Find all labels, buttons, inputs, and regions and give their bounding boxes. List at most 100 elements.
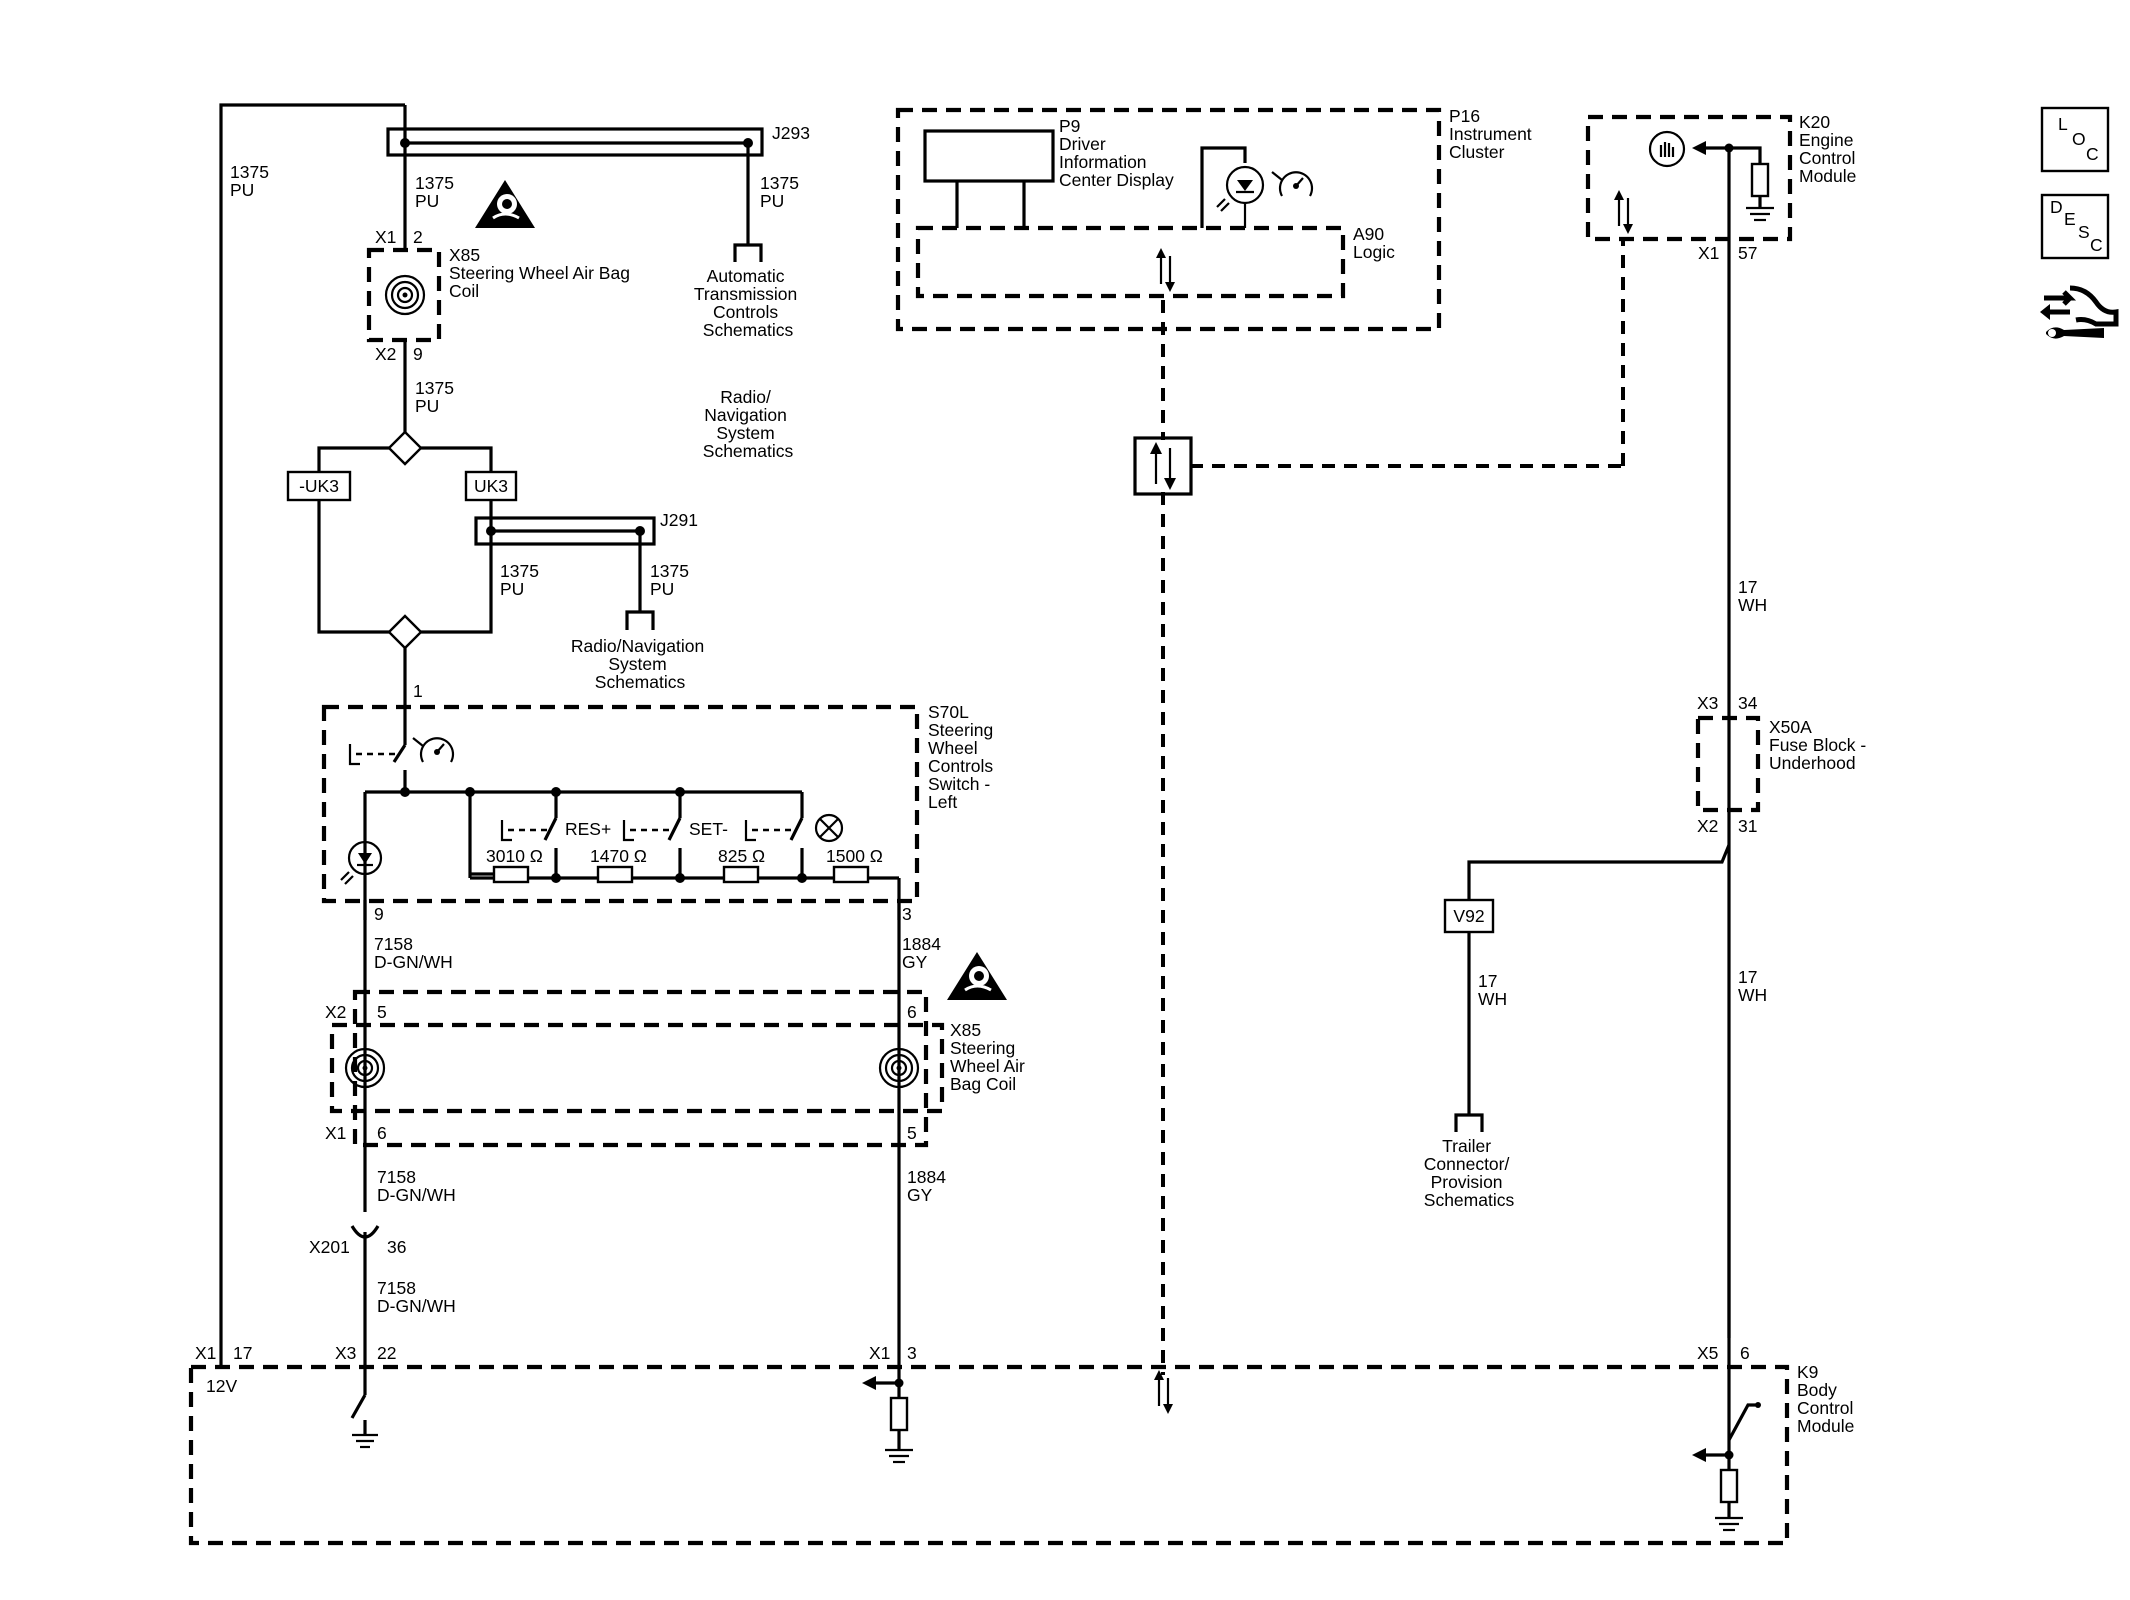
label-wire-1375: 1375 bbox=[415, 173, 454, 193]
ref-connector-auto-trans bbox=[733, 243, 763, 262]
label-wire-7158: 7158 bbox=[377, 1167, 416, 1187]
resistor-1500 bbox=[832, 865, 870, 884]
bcm-switch-ground bbox=[350, 1367, 378, 1449]
label-wire-7158: 7158 bbox=[377, 1278, 416, 1298]
ref-connector-trailer bbox=[1454, 1113, 1484, 1132]
label-pin: 3 bbox=[902, 904, 912, 924]
label-k20: K20 Engine Control Module bbox=[1799, 112, 1860, 186]
label-wire-wh: WH bbox=[1738, 595, 1767, 615]
led-indicator-icon bbox=[340, 840, 383, 885]
label-wire-gy: GY bbox=[907, 1185, 933, 1205]
label-x85-lower: X85 Steering Wheel Air Bag Coil bbox=[950, 1020, 1030, 1094]
set-switch bbox=[622, 817, 682, 878]
resistor-3010 bbox=[470, 865, 530, 884]
airbag-warning-icon bbox=[947, 952, 1007, 1000]
cruise-switch bbox=[348, 744, 407, 792]
label-wire-1884: 1884 bbox=[902, 934, 941, 954]
label-uk3: UK3 bbox=[474, 476, 508, 496]
cruise-indicator-led-icon bbox=[1216, 165, 1265, 228]
ref-connector-radio-nav bbox=[625, 610, 655, 630]
label-pin: 57 bbox=[1738, 243, 1757, 263]
loc-letter: O bbox=[2072, 129, 2086, 149]
label-x85-name: Steering Wheel Air Bag bbox=[449, 263, 630, 283]
label-wire-17: 17 bbox=[1738, 967, 1757, 987]
label-wire-17: 17 bbox=[1478, 971, 1497, 991]
label-x5: X5 bbox=[1697, 1343, 1718, 1363]
label-pin: 9 bbox=[413, 344, 423, 364]
label-auto-trans: Automatic Transmission Controls Schemati… bbox=[694, 266, 802, 340]
x85-lower-box-outer bbox=[352, 989, 929, 1148]
label-wire-1375: 1375 bbox=[760, 173, 799, 193]
desc-letter: C bbox=[2090, 235, 2103, 255]
label-pin: 17 bbox=[233, 1343, 252, 1363]
location-button[interactable]: L O C bbox=[2040, 106, 2110, 173]
cancel-icon bbox=[814, 813, 844, 843]
label-x1: X1 bbox=[375, 227, 396, 247]
label-trailer: Trailer Connector/ Provision Schematics bbox=[1424, 1136, 1515, 1210]
label-wire-pu: PU bbox=[230, 180, 254, 200]
label-wire-wh: WH bbox=[1738, 985, 1767, 1005]
ecm-input-circuit bbox=[1692, 141, 1774, 1338]
label-radio-nav-lower: Radio/Navigation System Schematics bbox=[571, 636, 709, 692]
label-res: RES+ bbox=[565, 819, 611, 839]
label-p16: P16 Instrument Cluster bbox=[1449, 106, 1537, 162]
label-resistor: 1500 Ω bbox=[826, 846, 883, 866]
cruise-gauge-icon bbox=[412, 737, 455, 763]
label-x85-name: Coil bbox=[449, 281, 479, 301]
label-wire-17: 17 bbox=[1738, 577, 1757, 597]
serial-data-arrows-ipc bbox=[1156, 248, 1175, 292]
label-x3: X3 bbox=[1697, 693, 1718, 713]
cancel-switch bbox=[744, 817, 804, 878]
inline-connector-x201 bbox=[350, 1225, 380, 1367]
label-pin: 5 bbox=[377, 1002, 387, 1022]
label-k9: K9 Body Control Module bbox=[1797, 1362, 1858, 1436]
wire-neg-uk3-path bbox=[317, 500, 389, 634]
label-j293: J293 bbox=[772, 123, 810, 143]
label-x1: X1 bbox=[869, 1343, 890, 1363]
label-wire-1375: 1375 bbox=[650, 561, 689, 581]
wire-to-v92 bbox=[1467, 844, 1731, 900]
serial-data-arrows-ecm bbox=[1614, 190, 1633, 234]
label-wire-gy: GY bbox=[902, 952, 928, 972]
brake-switch-icon bbox=[1648, 130, 1686, 168]
serial-data-gateway-icon bbox=[1133, 436, 1193, 496]
label-resistor: 1470 Ω bbox=[590, 846, 647, 866]
label-wire-pu: PU bbox=[760, 191, 784, 211]
resistor-1470 bbox=[596, 865, 634, 884]
label-resistor: 3010 Ω bbox=[486, 846, 543, 866]
label-v92: V92 bbox=[1453, 906, 1484, 926]
serial-data-bus bbox=[1161, 240, 1625, 1375]
label-j291: J291 bbox=[660, 510, 698, 530]
wire-tell-tale bbox=[1200, 146, 1247, 228]
label-pin: 1 bbox=[413, 681, 423, 701]
loc-letter: L bbox=[2058, 114, 2068, 134]
label-wire-pu: PU bbox=[500, 579, 524, 599]
k20-ecm-box bbox=[1585, 114, 1793, 242]
label-pin: 36 bbox=[387, 1237, 406, 1257]
coil-icon bbox=[384, 274, 426, 316]
bcm-input-6 bbox=[1692, 1120, 1761, 1532]
description-button[interactable]: D E S C bbox=[2040, 193, 2110, 260]
x50a-fuse-block-box bbox=[1695, 715, 1761, 813]
label-pin: 6 bbox=[377, 1123, 387, 1143]
label-x2: X2 bbox=[1697, 816, 1718, 836]
label-pin: 22 bbox=[377, 1343, 396, 1363]
coil-icon bbox=[878, 1047, 920, 1089]
label-pin: 6 bbox=[907, 1002, 917, 1022]
label-wire-1375: 1375 bbox=[415, 378, 454, 398]
label-wire-1375: 1375 bbox=[500, 561, 539, 581]
label-x1: X1 bbox=[1698, 243, 1719, 263]
label-x3: X3 bbox=[335, 1343, 356, 1363]
p9-display bbox=[923, 129, 1055, 183]
label-12v: 12V bbox=[206, 1376, 237, 1396]
label-x85: X85 bbox=[449, 245, 480, 265]
label-resistor: 825 Ω bbox=[718, 846, 765, 866]
option-box-v92 bbox=[1443, 898, 1495, 934]
label-wire-wh: WH bbox=[1478, 989, 1507, 1009]
label-wire-pu: PU bbox=[415, 396, 439, 416]
label-pin: 6 bbox=[1740, 1343, 1750, 1363]
connector-repair-icon[interactable] bbox=[2040, 285, 2119, 339]
resistor-825 bbox=[722, 865, 760, 884]
